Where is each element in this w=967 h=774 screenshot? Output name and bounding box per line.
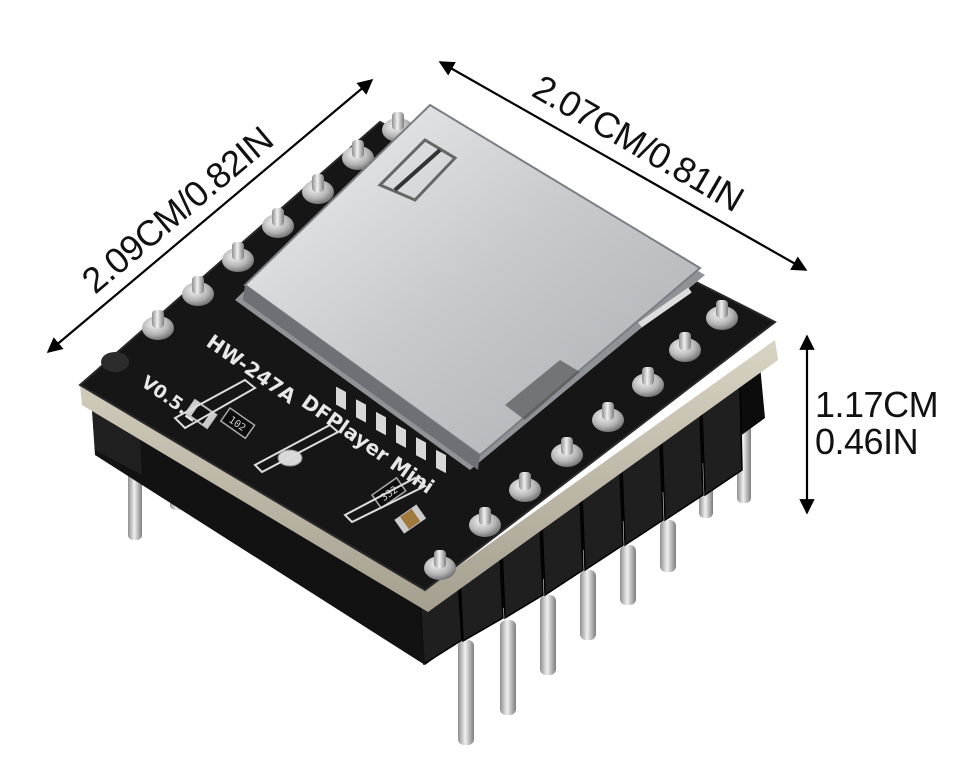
dimension-arrow-icon [438, 61, 808, 271]
dimension-height-cm-label: 1.17CM [815, 384, 938, 425]
dimension-arrow-icon [46, 79, 374, 353]
header-pins-front [458, 520, 676, 745]
dimension-height-in-label: 0.46IN [815, 421, 918, 462]
dimension-arrows [46, 61, 815, 515]
pcb-edge [80, 340, 778, 612]
sd-contacts [336, 386, 446, 474]
smd-components: 102 332 [173, 378, 427, 534]
left-header-strip [92, 410, 425, 665]
